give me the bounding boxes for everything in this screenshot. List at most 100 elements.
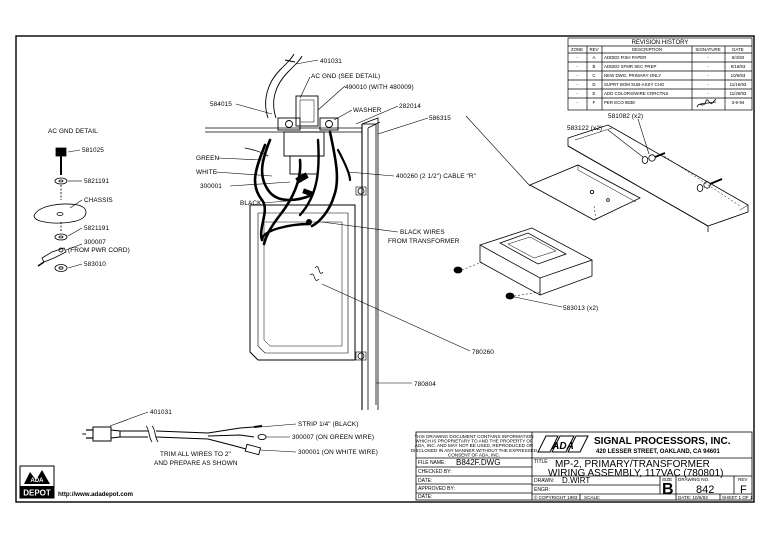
title-block [415, 431, 753, 501]
rev-row-date: 9/16/93 [731, 64, 746, 69]
label-583010: 583010 [84, 261, 106, 268]
company-name: SIGNAL PROCESSORS, INC. [594, 436, 731, 447]
rev-header-rev: REV [589, 47, 598, 52]
notice-line: WHICH IS PROPRIETARY TO AND THE PROPERTY… [415, 439, 533, 444]
rev-row-date: 8/4/93 [732, 55, 745, 60]
transformer-assembly [453, 124, 749, 300]
rev-row-rev: F [593, 100, 596, 105]
label-583122: 583122 (x2) [567, 125, 602, 132]
rev-row-rev: B [593, 64, 596, 69]
file-name-label: FILE NAME: [418, 460, 446, 466]
notice-line: CONSENT OF ADA, INC. [448, 452, 500, 457]
label-strip: STRIP 1/4" (BLACK) [298, 421, 358, 428]
rev-row-description: ADD COLORS/WIRE CRRCTNS [604, 91, 668, 96]
rev-row-rev: C [592, 73, 595, 78]
label-583013: 583013 (x2) [563, 305, 598, 312]
rev-row-rev: E [593, 91, 596, 96]
revision-rows: - A ADDED FISH PAPER - 8/4/93 - B ADDED XFMR SE… [576, 55, 747, 105]
wire-connectors [295, 172, 314, 225]
rev-row-signature: - [707, 64, 709, 69]
ada-logo: ADA [537, 435, 589, 453]
switch-module [277, 95, 339, 175]
rev-row-rev: A [593, 55, 596, 60]
power-cord-bottom [82, 425, 267, 456]
bracket [361, 117, 381, 410]
rev-row-date: 3-9-94 [732, 100, 745, 105]
label-chassis: CHASSIS [84, 197, 113, 204]
signature-scribble [696, 98, 717, 108]
date-label-2: DATE: [418, 494, 432, 500]
rev-row-signature: - [707, 91, 709, 96]
notice-line: ADA, INC. AND MAY NOT BE USED, REPRODUCE… [415, 443, 534, 448]
rev-value: F [740, 484, 747, 496]
label-5821191-b: 5821191 [84, 225, 109, 232]
label-401031-bottom: 401031 [150, 409, 172, 416]
rev-row-rev: D [592, 82, 595, 87]
rev-row-date: 10/6/93 [731, 73, 746, 78]
company-address: 420 LESSER STREET, OAKLAND, CA 94601 [596, 449, 720, 455]
label-trim-line1: TRIM ALL WIRES TO 2" [160, 451, 231, 458]
label-586315: 586315 [429, 115, 451, 122]
leader-lines [65, 59, 650, 453]
checked-by-label: CHECKED BY: [418, 469, 452, 475]
label-581082: 581082 (x2) [608, 113, 643, 120]
revision-history-title: REVISION HISTORY [632, 40, 689, 46]
label-ac-gnd-detail: AC GND DETAIL [48, 128, 98, 135]
drawing-border [15, 35, 755, 503]
revision-history-header: ZONE REV DESCRIPTION SIGNATURE DATE [571, 47, 744, 52]
notice-line: DISCLOSED IN ANY MANNER WITHOUT THE EXPR… [411, 448, 538, 453]
label-trim-line2: AND PREPARE AS SHOWN [154, 460, 238, 467]
ada-depot-logo: ADA DEPOT [19, 465, 55, 499]
rev-header-zone: ZONE [571, 47, 583, 52]
label-300007-green: 300007 (ON GREEN WIRE) [292, 434, 374, 441]
depot-logo-text: DEPOT [23, 489, 51, 498]
title-label: TITLE [534, 459, 548, 465]
drawn-value: D.WIRT [562, 476, 590, 485]
rev-row-zone: - [576, 91, 578, 96]
rev-row-description: NEW DWG, PRIMARY ONLY [604, 73, 661, 78]
label-300001-mid: 300001 [200, 183, 222, 190]
label-300001-white: 300001 (ON WHITE WIRE) [298, 449, 378, 456]
size-label: SIZE [662, 477, 672, 482]
drawing-no-value: 842 [696, 484, 714, 496]
wiring-harness [244, 130, 352, 246]
rev-row-date: 11/16/93 [730, 82, 747, 87]
rev-row-date: 11/29/93 [730, 91, 747, 96]
sheet-number: SHEET 1 OF 1 [722, 495, 753, 500]
label-400260: 400260 (2 1/2") CABLE "R" [396, 173, 476, 180]
rev-row-zone: - [576, 73, 578, 78]
rev-row-zone: - [576, 82, 578, 87]
drawing-no-label: DRAWING NO. [678, 477, 709, 482]
rev-row-description: PER ECO 8838 [604, 100, 635, 105]
label-780260: 780260 [472, 349, 494, 356]
label-780804: 780804 [414, 381, 436, 388]
revision-history-table [567, 37, 753, 111]
rev-header-description: DESCRIPTION [632, 47, 662, 52]
label-300007-a: 300007 [84, 239, 106, 246]
label-5821191-a: 5821191 [84, 178, 109, 185]
rev-row-description: ADDED FISH PAPER [604, 55, 646, 60]
drawn-label: DRAWN: [534, 478, 554, 484]
label-black-wires: BLACK WIRES [400, 229, 445, 236]
depot-logo-ada: ADA [31, 478, 45, 484]
rev-row-zone: - [576, 64, 578, 69]
part-labels: 401031 AC GND (SEE DETAIL) 490010 (WITH … [48, 58, 643, 467]
label-black: BLACK [240, 200, 262, 207]
rev-row-zone: - [576, 55, 578, 60]
rev-row-signature: - [707, 73, 709, 78]
copyright: © COPYRIGHT 1993 [534, 494, 578, 500]
rev-row-signature: - [707, 82, 709, 87]
drawing-title-line1: MP-2, PRIMARY/TRANSFORMER [555, 459, 710, 470]
notice-line: THIS DRAWING DOCUMENT CONTAINS INFORMATI… [414, 434, 533, 439]
label-401031-top: 401031 [320, 58, 342, 65]
power-cord-top [265, 53, 303, 119]
footer-url[interactable]: http://www.adadepot.com [58, 491, 134, 498]
scale-label: SCALE: [584, 495, 600, 500]
label-581025: 581025 [82, 147, 104, 154]
engr-label: ENGR: [534, 487, 550, 493]
approved-by-label: APPROVED BY: [418, 486, 455, 492]
label-490010: 490010 (WITH 480009) [345, 84, 414, 91]
rev-row-description: ADDED XFMR SEC PREP [604, 64, 657, 69]
file-name-value: B842F.DWG [456, 458, 500, 467]
